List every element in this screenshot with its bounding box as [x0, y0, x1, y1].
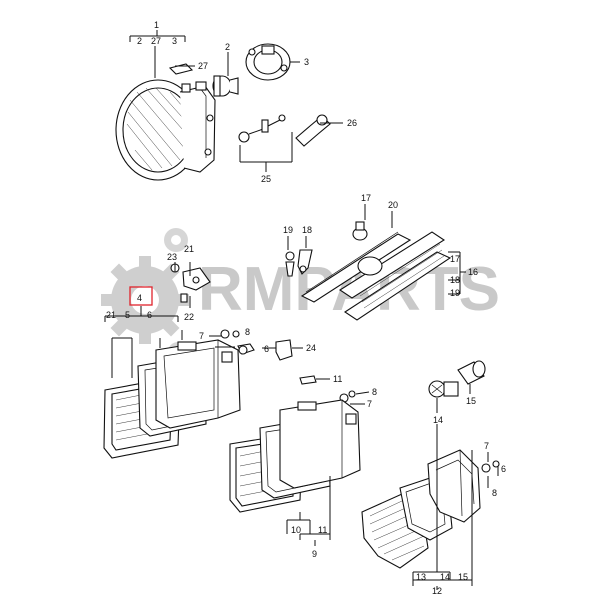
callout-23: 23	[167, 252, 177, 262]
callout-15b: 15	[458, 572, 468, 582]
watermark-gear-icon	[101, 228, 189, 362]
fog-lamp-housing	[279, 399, 361, 489]
rect-headlight-housing	[155, 339, 241, 429]
bulb-h4	[212, 66, 239, 97]
callout-18b: 18	[450, 275, 460, 285]
callout-3b: 3	[304, 57, 309, 67]
callout-19: 19	[283, 225, 293, 235]
callout-14b: 14	[440, 572, 450, 582]
callout-8b: 8	[372, 387, 377, 397]
highlight-box	[129, 286, 153, 306]
callout-20: 20	[388, 200, 398, 210]
callout-18: 18	[302, 225, 312, 235]
callout-3: 3	[172, 36, 177, 46]
callout-8c: 8	[492, 488, 497, 498]
callout-1: 1	[154, 20, 159, 30]
callout-22: 22	[184, 312, 194, 322]
callout-6c: 6	[501, 464, 506, 474]
callout-6: 6	[147, 310, 152, 320]
callout-12: 12	[432, 586, 442, 596]
callout-27b: 27	[198, 61, 208, 71]
parking-bulb	[295, 114, 331, 147]
callout-11: 11	[333, 374, 342, 384]
callout-21: 21	[106, 310, 116, 320]
callout-13: 13	[416, 572, 426, 582]
signal-hardware	[481, 460, 500, 473]
clip-24	[275, 339, 303, 361]
callout-24: 24	[306, 343, 316, 353]
round-headlight-assembly	[115, 79, 216, 181]
callout-7c: 7	[484, 441, 489, 451]
callout-17: 17	[361, 193, 371, 203]
callout-8: 8	[245, 327, 250, 337]
bulb-14	[428, 380, 459, 413]
callout-26: 26	[347, 118, 357, 128]
callout-14: 14	[433, 415, 443, 425]
side-marker-lamp	[300, 231, 452, 321]
callout-11b: 11	[318, 525, 327, 535]
callout-2b: 2	[225, 42, 230, 52]
small-hardware	[220, 329, 255, 355]
callout-17b: 17	[450, 254, 460, 264]
callout-27: 27	[151, 36, 161, 46]
marker-clips	[285, 249, 313, 277]
callout-16: 16	[468, 267, 478, 277]
callout-21b: 21	[184, 244, 194, 254]
headlight-socket	[245, 43, 298, 81]
adjust-screw	[238, 114, 286, 143]
callout-7: 7	[199, 331, 204, 341]
callout-9: 9	[312, 549, 317, 559]
callout-10: 10	[291, 525, 301, 535]
bulb-15	[457, 360, 486, 394]
marker-bulb-17	[352, 221, 368, 241]
callout-19b: 19	[450, 288, 460, 298]
wedge-bulb-11	[299, 375, 330, 385]
callout-15: 15	[466, 396, 476, 406]
callout-6b: 6	[264, 344, 269, 354]
callout-4: 4	[137, 293, 142, 303]
callout-7b: 7	[367, 399, 372, 409]
callout-5: 5	[125, 310, 130, 320]
callout-25: 25	[261, 174, 271, 184]
callout-2: 2	[137, 36, 142, 46]
